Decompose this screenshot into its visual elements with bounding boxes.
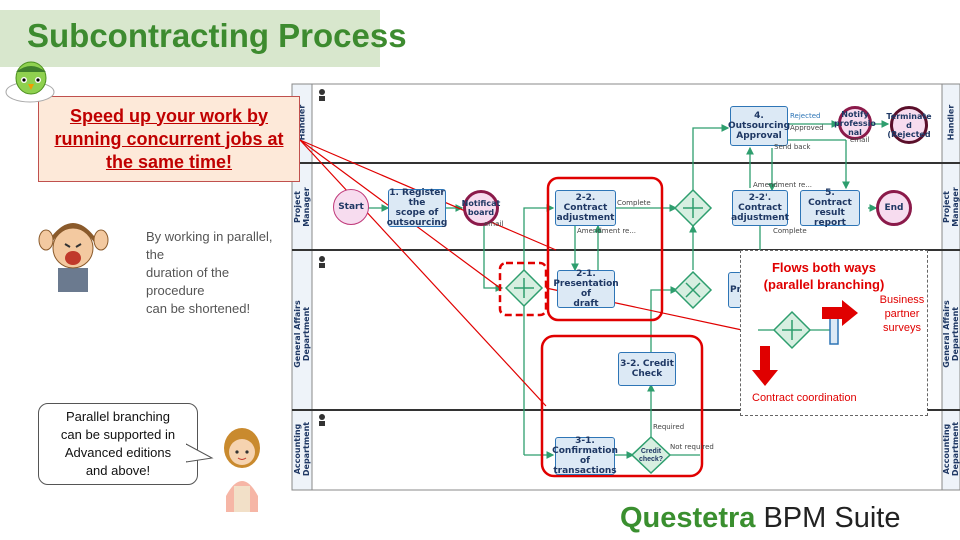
- speed-up-callout: Speed up your work by running concurrent…: [38, 96, 300, 182]
- task-confirmation-of-transactions[interactable]: 3-1. Confirmation of transactions: [552, 436, 618, 476]
- brand-logo: Questetra BPM Suite: [620, 502, 900, 535]
- lane-header-column: [291, 83, 313, 491]
- pointer-line: [299, 139, 547, 407]
- notification-board-event[interactable]: Notificat board: [462, 190, 500, 226]
- notify-professional-event[interactable]: Notify professio nal: [834, 106, 876, 140]
- credit-gateway: [630, 435, 672, 475]
- right-lane-header-column: [941, 83, 960, 491]
- lane-label-acc: Accounting Department: [293, 421, 311, 477]
- task-outsourcing-approval[interactable]: 4. Outsourcing Approval: [728, 106, 790, 146]
- lane-label-ga: General Affairs Department: [293, 300, 311, 368]
- right-lane-label-acc: Accounting Department: [942, 421, 960, 477]
- credit-gateway-label: Credit check?: [638, 448, 664, 463]
- title-bar: [0, 10, 380, 67]
- flow-label-not-required: Not required: [670, 443, 714, 451]
- task-presentation-of-draft[interactable]: 2-1. Presentation of draft: [553, 269, 619, 309]
- edition-note-text: Parallel branching can be supported in A…: [60, 409, 176, 478]
- inset-diagram: [752, 300, 858, 386]
- flow-label-complete: Complete: [617, 199, 651, 207]
- flow-label-email: email: [484, 220, 504, 228]
- task-contract-adjustment-2[interactable]: 2-2'. Contract adjustment: [731, 190, 789, 226]
- flow-label-send-back: Send back: [774, 143, 811, 151]
- inset-contract-coordination: Contract coordination: [752, 392, 857, 404]
- right-lane-label-pm: Project Manager: [942, 187, 960, 227]
- mascot-bird-illustration: [5, 61, 55, 103]
- task-credit-check[interactable]: 3-2. Credit Check: [618, 352, 676, 386]
- flow-label-approved: Approved: [790, 124, 824, 132]
- page-title: Subcontracting Process: [27, 17, 407, 54]
- start-event[interactable]: Start: [333, 189, 369, 225]
- flow-label-complete-2: Complete: [773, 227, 807, 235]
- right-lane-label-handler: Handler: [946, 104, 956, 141]
- task-contract-result-report[interactable]: 5. Contract result report: [800, 188, 860, 228]
- arrow-right-icon: [822, 300, 858, 326]
- parallel-gateway-1: [504, 268, 544, 308]
- flow-label-email-2: email: [850, 136, 870, 144]
- terminated-event[interactable]: Terminate d (Rejected: [886, 106, 932, 144]
- inset-business-partner-surveys: Business partner surveys: [879, 294, 925, 334]
- shouting-man-illustration: [38, 223, 109, 292]
- flow-label-amendment-2: Amendment re...: [753, 181, 813, 189]
- highlight-box-parallel-2: [540, 334, 704, 478]
- right-lane-label-ga: General Affairs Department: [942, 300, 960, 368]
- flow-label-required: Required: [653, 423, 685, 431]
- parallel-benefit-note: By working in parallel, the duration of …: [146, 229, 273, 316]
- task-contract-adjustment[interactable]: 2-2. Contract adjustment: [555, 190, 616, 226]
- brand-main: Questetra: [620, 502, 756, 534]
- end-event[interactable]: End: [876, 190, 912, 226]
- edition-note-bubble: Parallel branching can be supported in A…: [38, 403, 198, 485]
- task-register-scope[interactable]: 1. Register the scope of outsourcing: [386, 188, 448, 228]
- arrow-down-icon: [752, 346, 778, 386]
- speed-up-callout-text: Speed up your work by running concurrent…: [54, 105, 284, 172]
- parallel-gateway-2: [673, 188, 713, 228]
- highlight-box-parallel-1: [546, 176, 664, 322]
- lane-user-icons: [319, 89, 325, 426]
- woman-illustration: [224, 428, 260, 512]
- brand-sub: BPM Suite: [755, 502, 901, 534]
- flow-label-amendment: Amendment re...: [577, 227, 637, 235]
- bubble-tail: [186, 443, 214, 463]
- highlight-box-gateway: [498, 261, 548, 317]
- flow-label-rejected: Rejected: [790, 112, 821, 120]
- inset-title: Flows both ways (parallel branching): [763, 260, 885, 292]
- parallel-gateway-3: [673, 270, 713, 310]
